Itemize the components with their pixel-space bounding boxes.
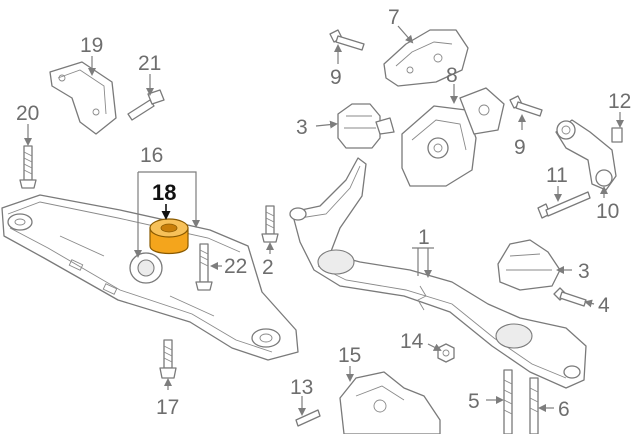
bolt-20 — [19, 145, 37, 189]
mount-15 — [339, 371, 441, 434]
callout-4: 4 — [598, 294, 610, 317]
mount-3-lower — [497, 239, 561, 291]
callout-15: 15 — [338, 344, 361, 367]
callout-10: 10 — [596, 200, 619, 223]
bolt-6 — [529, 377, 539, 434]
bolt-17 — [159, 339, 177, 379]
rear-subframe — [289, 157, 587, 389]
bolt-22 — [195, 243, 213, 291]
callout-22: 22 — [224, 255, 247, 278]
callout-21: 21 — [138, 52, 161, 75]
leader-lines — [24, 25, 624, 416]
bracket-19 — [49, 61, 117, 135]
front-crossmember — [1, 194, 299, 361]
callout-18: 18 — [152, 180, 176, 205]
callout-20: 20 — [16, 102, 39, 125]
callout-3-lower: 3 — [578, 260, 590, 283]
link-10 — [555, 119, 617, 191]
callout-8: 8 — [446, 64, 458, 87]
callout-9-right: 9 — [514, 136, 526, 159]
bracket-7 — [383, 29, 469, 87]
callout-6: 6 — [558, 398, 570, 421]
bolt-11 — [537, 191, 591, 219]
callout-7: 7 — [388, 6, 400, 29]
bolt-13 — [295, 409, 321, 427]
callout-12: 12 — [608, 90, 631, 113]
bolt-4 — [553, 287, 587, 307]
bolt-9-right — [509, 95, 543, 117]
bolt-12 — [611, 127, 623, 143]
callout-16: 16 — [140, 144, 163, 167]
mount-3-upper — [337, 103, 395, 149]
bolt-21 — [127, 89, 165, 121]
bolt-2 — [261, 205, 279, 243]
callout-5: 5 — [468, 390, 480, 413]
nut-14 — [437, 343, 455, 363]
callout-13: 13 — [290, 376, 313, 399]
callout-17: 17 — [156, 396, 179, 419]
callout-19: 19 — [80, 34, 103, 57]
callout-1: 1 — [418, 226, 430, 249]
callout-3-upper: 3 — [296, 116, 308, 139]
callout-2: 2 — [262, 256, 274, 279]
bushing-18 — [149, 218, 189, 255]
bolt-5 — [503, 369, 513, 434]
callout-14: 14 — [400, 330, 424, 353]
bolt-9-left — [329, 29, 365, 51]
bracket-8 — [401, 87, 505, 187]
callout-11: 11 — [546, 164, 568, 187]
callout-numbers: 19 21 20 16 18 22 17 7 9 8 3 9 12 11 10 … — [16, 6, 631, 421]
callout-9-left: 9 — [330, 66, 342, 89]
